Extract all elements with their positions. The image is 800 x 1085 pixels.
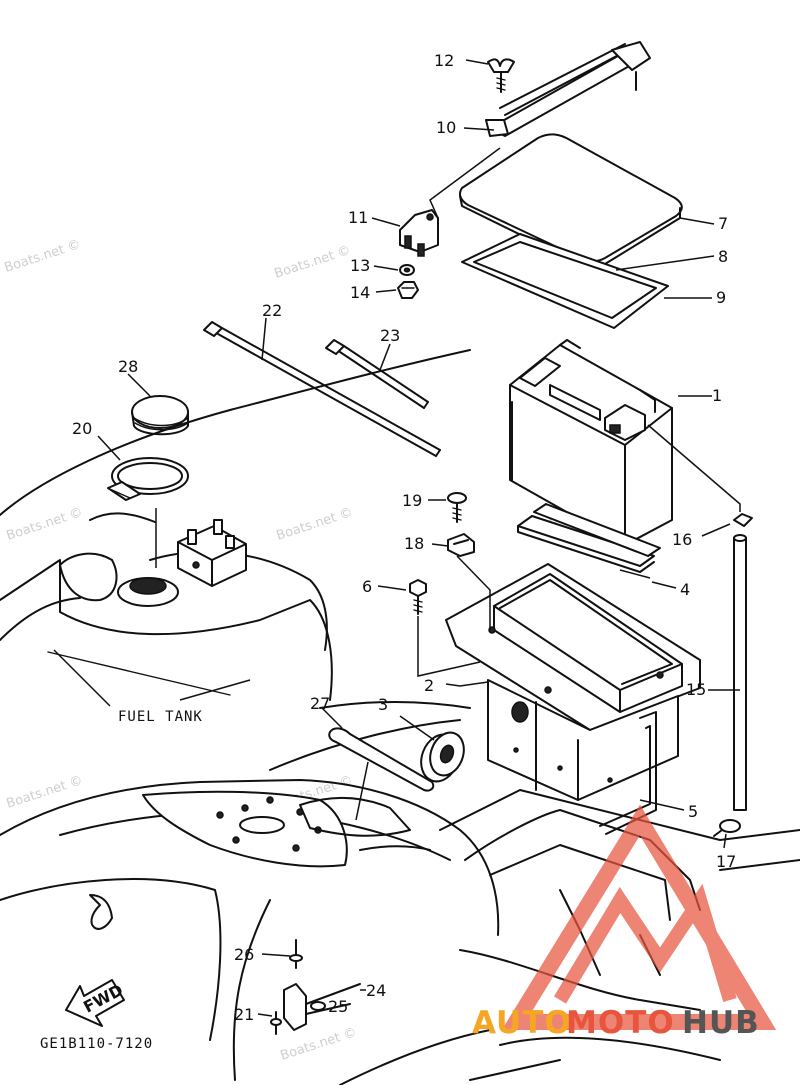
part-grommet (420, 731, 465, 783)
callout-23: 23 (380, 326, 400, 345)
part-gasket (461, 233, 669, 329)
callout-20: 20 (72, 419, 92, 438)
part-cable-tie-short (325, 339, 429, 409)
watermark: Boats.net © (275, 505, 355, 544)
callout-7: 7 (718, 214, 728, 233)
part-clamp (447, 533, 475, 557)
drawing-code: GE1B110-7120 (40, 1036, 153, 1052)
logo-text-moto: MOTO (566, 1005, 675, 1041)
logo-triangle-icon (501, 804, 777, 1030)
part-nut (397, 281, 419, 299)
callout-27: 27 (310, 694, 330, 713)
watermark: Boats.net © (3, 237, 83, 276)
watermark: Boats.net © (273, 243, 353, 282)
part-cap (131, 395, 189, 436)
automotohub-logo: AUTO MOTO HUB (472, 804, 777, 1041)
part-hold-down-bar (485, 41, 651, 137)
callout-4: 4 (680, 580, 690, 599)
watermark: Boats.net © (279, 1025, 359, 1064)
callout-6: 6 (362, 577, 372, 596)
callout-9: 9 (716, 288, 726, 307)
callout-16: 16 (672, 530, 692, 549)
part-wing-bolt (487, 58, 515, 93)
fwd-arrow-icon: FWD (65, 979, 126, 1027)
logo-text-auto: AUTO (472, 1005, 572, 1041)
part-bracket-24 (283, 983, 361, 1031)
part-battery-pads (517, 503, 661, 573)
part-fuel-pump (117, 519, 247, 607)
callout-14: 14 (350, 283, 370, 302)
callout-11: 11 (348, 208, 368, 227)
callout-22: 22 (262, 301, 282, 320)
part-strip (328, 727, 435, 792)
part-bracket (399, 209, 439, 257)
callout-labels: 1 2 3 4 5 6 7 8 9 10 11 12 13 14 15 16 1… (72, 51, 736, 1024)
callout-26: 26 (234, 945, 254, 964)
callout-3: 3 (378, 695, 388, 714)
callout-5: 5 (688, 802, 698, 821)
hull-outline (0, 349, 800, 1085)
part-battery (509, 339, 673, 546)
part-washer (399, 264, 415, 276)
fuel-tank-label: FUEL TANK (118, 709, 203, 725)
callout-13: 13 (350, 256, 370, 275)
part-bolt-21 (270, 1011, 282, 1035)
part-bolt-26 (289, 939, 303, 969)
part-screw (409, 579, 427, 615)
part-vent-hose (733, 534, 747, 811)
callout-25: 25 (328, 997, 348, 1016)
part-screw-small (447, 492, 467, 523)
callout-19: 19 (402, 491, 422, 510)
callout-12: 12 (434, 51, 454, 70)
part-battery-box (445, 563, 701, 801)
callout-8: 8 (718, 247, 728, 266)
callout-2: 2 (424, 676, 434, 695)
callout-21: 21 (234, 1005, 254, 1024)
callout-28: 28 (118, 357, 138, 376)
callout-17: 17 (716, 852, 736, 871)
part-cable-tie-long (203, 321, 441, 457)
callout-10: 10 (436, 118, 456, 137)
watermark: Boats.net © (5, 505, 85, 544)
part-hose-clamp (107, 457, 189, 501)
callout-18: 18 (404, 534, 424, 553)
part-hose-clip (713, 819, 741, 837)
watermark: Boats.net © (5, 773, 85, 812)
logo-text-hub: HUB (682, 1005, 760, 1041)
leader-lines (97, 59, 740, 1017)
callout-1: 1 (712, 386, 722, 405)
callout-15: 15 (686, 680, 706, 699)
callout-24: 24 (366, 981, 386, 1000)
part-fitting (733, 513, 753, 527)
